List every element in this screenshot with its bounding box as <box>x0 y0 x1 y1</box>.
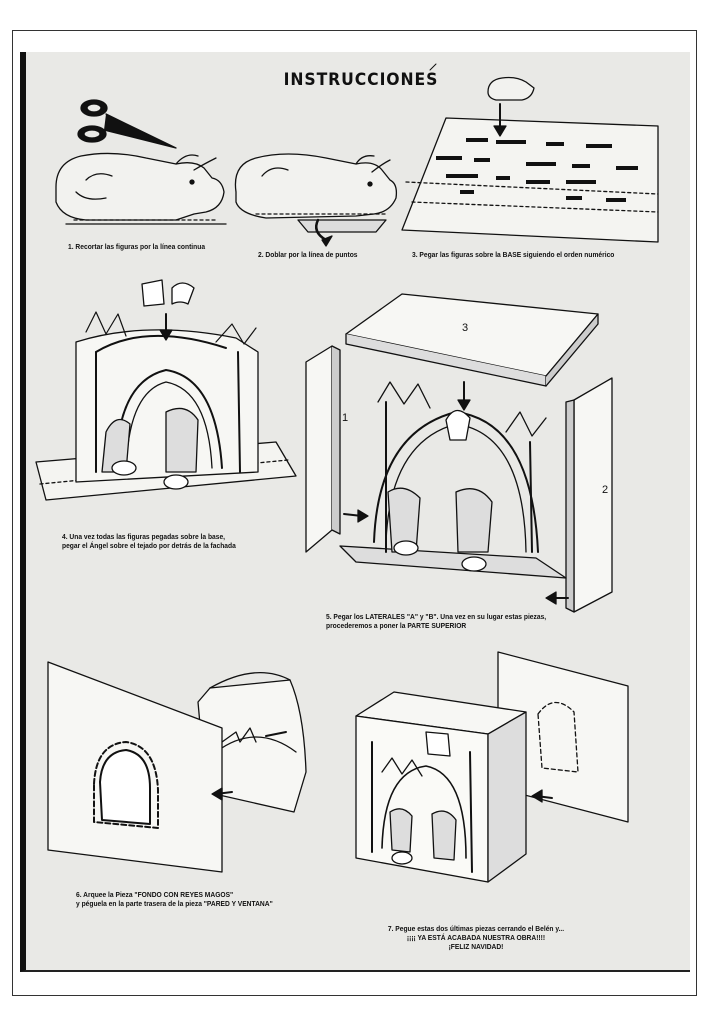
step-4-caption-line-2: pegar el Ángel sobre el tejado por detrá… <box>62 541 236 550</box>
step-3-caption: 3. Pegar las figuras sobre la BASE sigui… <box>412 250 614 259</box>
box-label-top: 3 <box>462 322 469 334</box>
step-7-caption-line-1: 7. Pegue estas dos últimas piezas cerran… <box>387 924 565 933</box>
step5-box-illustration <box>305 293 613 613</box>
step2-ox-fold-illustration <box>234 153 398 247</box>
step-2-caption: 2. Doblar por la línea de puntos <box>258 250 358 259</box>
step-6-caption-line-1: 6. Arquee la Pieza "FONDO CON REYES MAGO… <box>76 890 234 899</box>
page-title: INSTRUCCIONES <box>283 70 439 90</box>
step-7-caption: 7. Pegue estas dos últimas piezas cerran… <box>370 924 581 951</box>
step-3-caption-line: 3. Pegar las figuras sobre la BASE sigui… <box>412 250 615 259</box>
step3-base-illustration <box>401 76 659 243</box>
step-1-caption-line: 1. Recortar las figuras por la línea con… <box>68 242 206 251</box>
box-label-right: 2 <box>602 484 609 496</box>
step4-facade-illustration <box>35 279 297 501</box>
box-label-left: 1 <box>342 412 349 424</box>
step7-closed-box-illustration <box>355 651 629 883</box>
step6-wall-background-illustration <box>47 661 307 873</box>
step-5-caption-line-1: 5. Pegar los LATERALES "A" y "B". Una ve… <box>326 612 547 621</box>
step-6-caption-line-2: y péguela en la parte trasera de la piez… <box>76 899 273 908</box>
step-7-caption-line-2: ¡¡¡¡ YA ESTÁ ACABADA NUESTRA OBRA!!!! <box>406 933 546 942</box>
illustrations <box>35 63 659 883</box>
step-5-caption: 5. Pegar los LATERALES "A" y "B". Una ve… <box>326 612 546 630</box>
step-6-caption: 6. Arquee la Pieza "FONDO CON REYES MAGO… <box>76 890 273 908</box>
step-4-caption-line-1: 4. Una vez todas las figuras pegadas sob… <box>62 532 226 541</box>
step-7-caption-line-3: ¡FELIZ NAVIDAD! <box>448 942 504 951</box>
step-5-caption-line-2: procederemos a poner la PARTE SUPERIOR <box>326 621 467 630</box>
step1-ox-scissors-illustration <box>55 99 227 225</box>
step-4-caption: 4. Una vez todas las figuras pegadas sob… <box>62 532 236 550</box>
instruction-sheet: INSTRUCCIONES 1. Recortar las figuras po… <box>20 52 690 972</box>
step-2-caption-line: 2. Doblar por la línea de puntos <box>258 250 358 259</box>
step-1-caption: 1. Recortar las figuras por la línea con… <box>68 242 205 251</box>
